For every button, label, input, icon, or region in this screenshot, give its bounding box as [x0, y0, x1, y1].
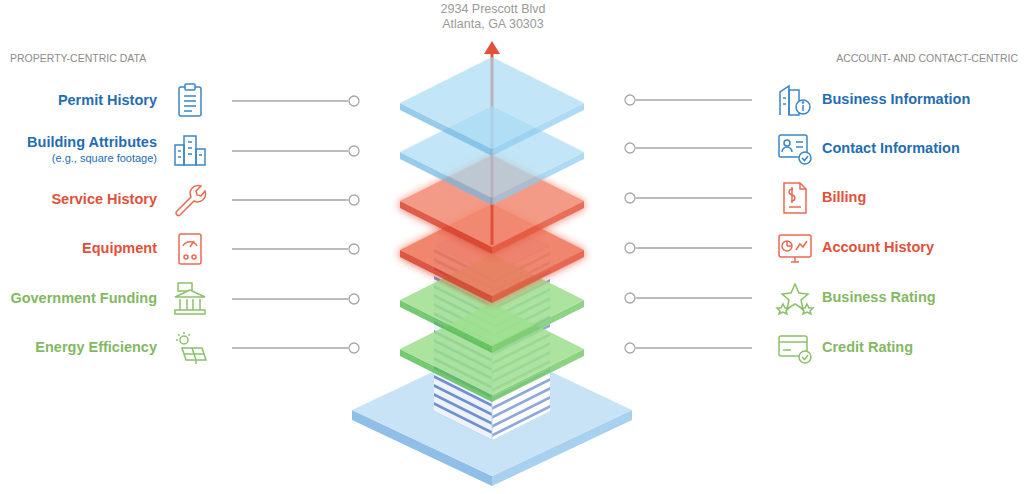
credit-card-icon: [779, 336, 811, 363]
data-item: Business Rating: [822, 289, 936, 306]
column-heading: ACCOUNT- AND CONTACT-CENTRIC: [836, 52, 1018, 65]
data-item: Energy Efficiency: [35, 339, 157, 356]
buildings-icon: [175, 136, 205, 165]
clipboard-icon: [179, 84, 201, 116]
column-heading: PROPERTY-CENTRIC DATA: [10, 52, 146, 65]
bill-icon: [784, 183, 806, 213]
data-item: Credit Rating: [822, 339, 913, 356]
data-item: Permit History: [58, 92, 157, 109]
monitor-chart-icon: [779, 235, 811, 262]
data-item: Account History: [822, 239, 934, 256]
bank-icon: [175, 283, 205, 314]
stars-icon: [777, 284, 813, 314]
address-text: 2934 Prescott Blvd Atlanta, GA 30303: [429, 2, 557, 32]
data-item-note: (e.g., square footage): [52, 152, 157, 165]
data-item: Equipment: [82, 240, 157, 257]
solar-icon: [176, 332, 206, 364]
wrench-icon: [176, 185, 206, 215]
data-item: Billing: [822, 189, 866, 206]
data-item: Contact Information: [822, 140, 960, 157]
data-item: Building Attributes: [27, 134, 157, 151]
data-item: Business Information: [822, 91, 970, 108]
leader-lines: [232, 95, 752, 353]
business-icon: [780, 86, 810, 115]
data-item: Service History: [51, 191, 157, 208]
data-item: Government Funding: [10, 290, 157, 307]
contact-card-icon: [779, 135, 811, 164]
meter-icon: [179, 234, 201, 264]
blue-layer: [400, 57, 584, 156]
